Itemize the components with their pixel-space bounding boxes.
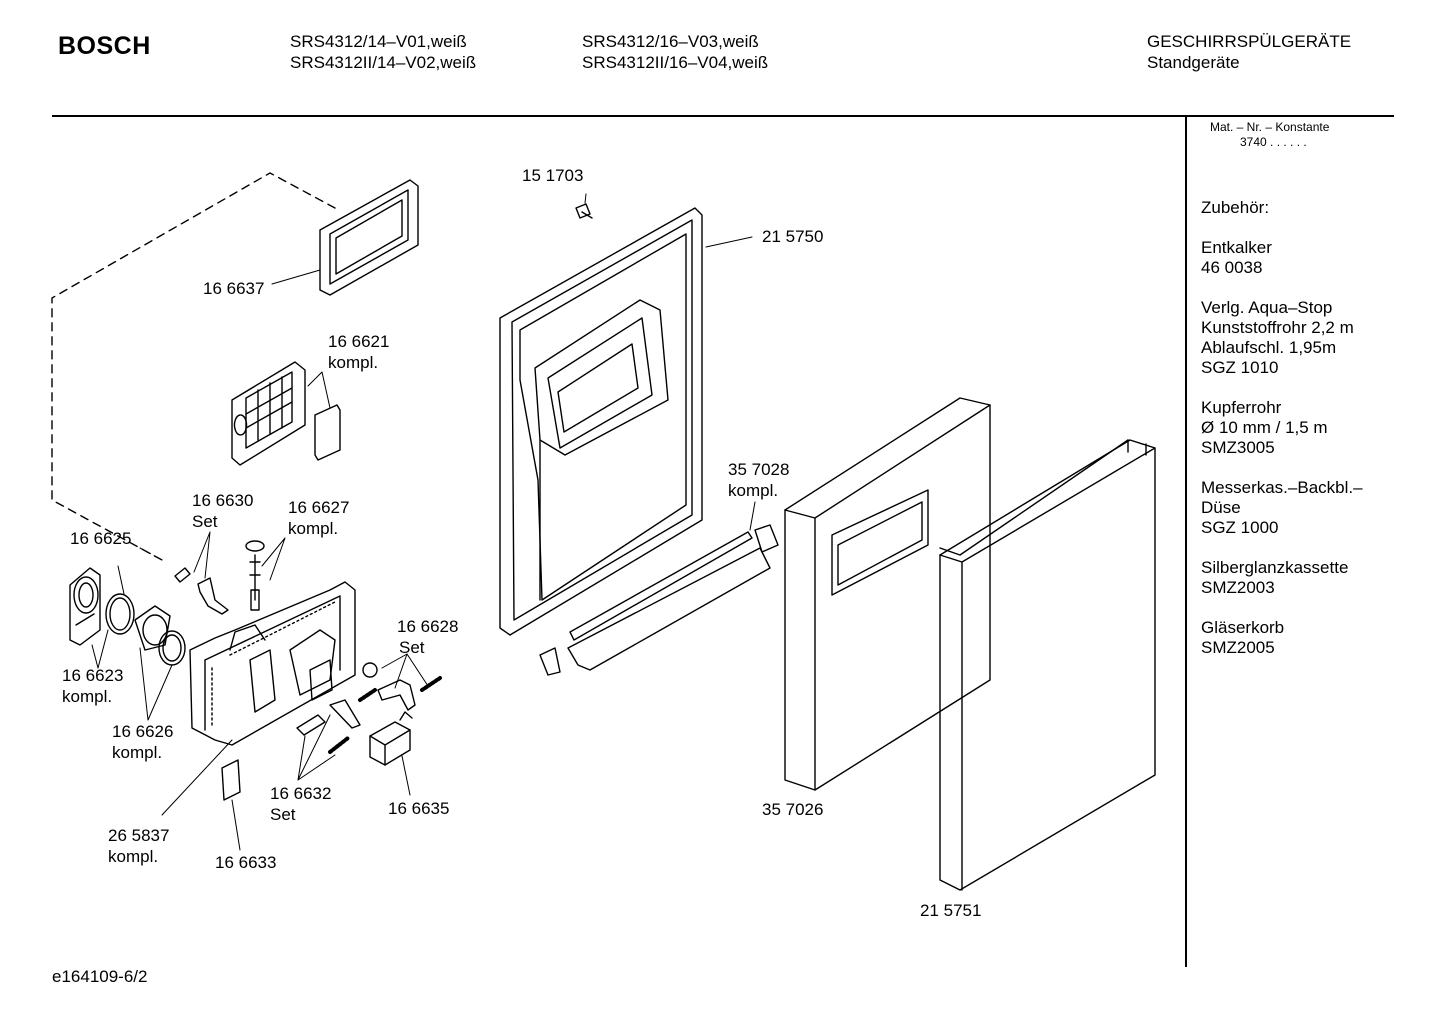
- part-number: 16 6623: [62, 666, 124, 685]
- part-label-166621: 16 6621 kompl.: [328, 331, 389, 373]
- leader-lines: [91, 193, 756, 851]
- part-166625-cover: [69, 567, 101, 646]
- part-number: 16 6632: [270, 784, 332, 803]
- brand-logo: BOSCH: [58, 32, 151, 60]
- model-line: SRS4312II/14–V02,weiß: [290, 53, 477, 72]
- part-label-166626: 16 6626 kompl.: [112, 721, 173, 763]
- accessory-item: Entkalker 46 0038: [1201, 238, 1363, 278]
- part-166637-frame: [319, 179, 419, 296]
- part-note: kompl.: [288, 519, 339, 538]
- part-151703-screw: [575, 203, 593, 219]
- model-line: SRS4312/14–V01,weiß: [290, 32, 467, 51]
- subcategory-title: Standgeräte: [1147, 53, 1240, 72]
- model-list-2: SRS4312/16–V03,weiß SRS4312II/16–V04,wei…: [582, 31, 768, 73]
- accessory-line: SMZ2005: [1201, 638, 1275, 657]
- model-line: SRS4312/16–V03,weiß: [582, 32, 759, 51]
- accessory-line: Ø 10 mm / 1,5 m: [1201, 418, 1328, 437]
- accessory-line: SGZ 1010: [1201, 358, 1279, 377]
- header-divider: [52, 115, 1394, 117]
- category-block: GESCHIRRSPÜLGERÄTE Standgeräte: [1147, 31, 1351, 73]
- assembly-dashed-line: [51, 172, 336, 561]
- part-166633: [221, 759, 241, 801]
- part-label-215750: 21 5750: [762, 227, 824, 246]
- category-title: GESCHIRRSPÜLGERÄTE: [1147, 32, 1352, 51]
- part-note: kompl.: [108, 847, 159, 866]
- part-number: 16 6628: [397, 617, 459, 636]
- part-166630-set: [174, 567, 229, 615]
- part-label-215751: 21 5751: [920, 901, 982, 920]
- part-number: 16 6621: [328, 332, 390, 351]
- part-label-166633: 16 6633: [215, 853, 277, 872]
- part-note: kompl.: [728, 481, 779, 500]
- accessories-title: Zubehör:: [1201, 198, 1270, 217]
- part-label-166635: 16 6635: [388, 799, 450, 818]
- accessory-line: Messerkas.–Backbl.–: [1201, 478, 1363, 497]
- part-label-166637: 16 6637: [203, 279, 265, 298]
- part-label-166632: 16 6632 Set: [270, 783, 331, 825]
- accessory-line: Verlg. Aqua–Stop: [1201, 298, 1333, 317]
- part-166632-set: [296, 688, 377, 754]
- part-label-166630: 16 6630 Set: [192, 490, 253, 532]
- part-note: kompl.: [328, 353, 379, 372]
- part-166628-set: [362, 662, 442, 711]
- part-note: Set: [192, 512, 218, 531]
- accessory-line: SGZ 1000: [1201, 518, 1279, 537]
- part-number: 35 7028: [728, 460, 790, 479]
- accessory-line: SMZ3005: [1201, 438, 1275, 457]
- part-label-166625: 16 6625: [70, 529, 132, 548]
- accessory-item: Kupferrohr Ø 10 mm / 1,5 m SMZ3005: [1201, 398, 1363, 458]
- accessory-line: Kupferrohr: [1201, 398, 1282, 417]
- part-number: 16 6626: [112, 722, 174, 741]
- accessory-line: Silberglanzkassette: [1201, 558, 1349, 577]
- part-357026-front-panel: [784, 397, 991, 791]
- accessory-line: SMZ2003: [1201, 578, 1275, 597]
- part-number: 26 5837: [108, 826, 170, 845]
- part-number: 16 6627: [288, 498, 350, 517]
- part-166621-insert: [231, 361, 341, 466]
- part-215751-side-panel: [939, 439, 1156, 891]
- part-note: Set: [270, 805, 296, 824]
- accessory-line: 46 0038: [1201, 258, 1263, 277]
- accessory-item: Gläserkorb SMZ2005: [1201, 618, 1363, 658]
- part-label-265837: 26 5837 kompl.: [108, 825, 169, 867]
- accessory-item: Verlg. Aqua–Stop Kunststoffrohr 2,2 m Ab…: [1201, 298, 1363, 378]
- part-label-151703: 15 1703: [522, 166, 584, 185]
- accessory-line: Kunststoffrohr 2,2 m: [1201, 318, 1354, 337]
- part-166627-valve: [245, 540, 265, 611]
- accessories-list: Zubehör: Entkalker 46 0038 Verlg. Aqua–S…: [1201, 198, 1363, 678]
- mat-nr-value: 3740 . . . . . .: [1240, 135, 1307, 149]
- part-166635: [369, 711, 413, 766]
- part-label-166628: 16 6628 Set: [397, 616, 458, 658]
- part-label-357028: 35 7028 kompl.: [728, 459, 789, 501]
- part-166623-ring: [105, 593, 135, 635]
- sidebar-divider: [1185, 115, 1187, 967]
- drawing-id: e164109-6/2: [52, 967, 148, 986]
- accessory-line: Ablaufschl. 1,95m: [1201, 338, 1337, 357]
- accessory-item: Messerkas.–Backbl.– Düse SGZ 1000: [1201, 478, 1363, 538]
- part-number: 16 6630: [192, 491, 254, 510]
- part-note: Set: [399, 638, 425, 657]
- part-265837-dispenser-body: [189, 581, 356, 746]
- accessory-line: Gläserkorb: [1201, 618, 1285, 637]
- model-line: SRS4312II/16–V04,weiß: [582, 53, 769, 72]
- part-357028-rail: [539, 524, 779, 676]
- mat-nr-title: Mat. – Nr. – Konstante: [1210, 120, 1330, 134]
- accessory-line: Entkalker: [1201, 238, 1272, 257]
- part-note: kompl.: [62, 687, 113, 706]
- accessory-item: Silberglanzkassette SMZ2003: [1201, 558, 1363, 598]
- mat-nr-block: Mat. – Nr. – Konstante 3740 . . . . . .: [1210, 120, 1329, 150]
- part-label-166623: 16 6623 kompl.: [62, 665, 123, 707]
- model-list-1: SRS4312/14–V01,weiß SRS4312II/14–V02,wei…: [290, 31, 476, 73]
- part-note: kompl.: [112, 743, 163, 762]
- part-215750-inner-door: [499, 207, 703, 636]
- part-label-357026: 35 7026: [762, 800, 824, 819]
- part-166626-nozzle: [134, 605, 186, 666]
- accessory-line: Düse: [1201, 498, 1241, 517]
- part-label-166627: 16 6627 kompl.: [288, 497, 349, 539]
